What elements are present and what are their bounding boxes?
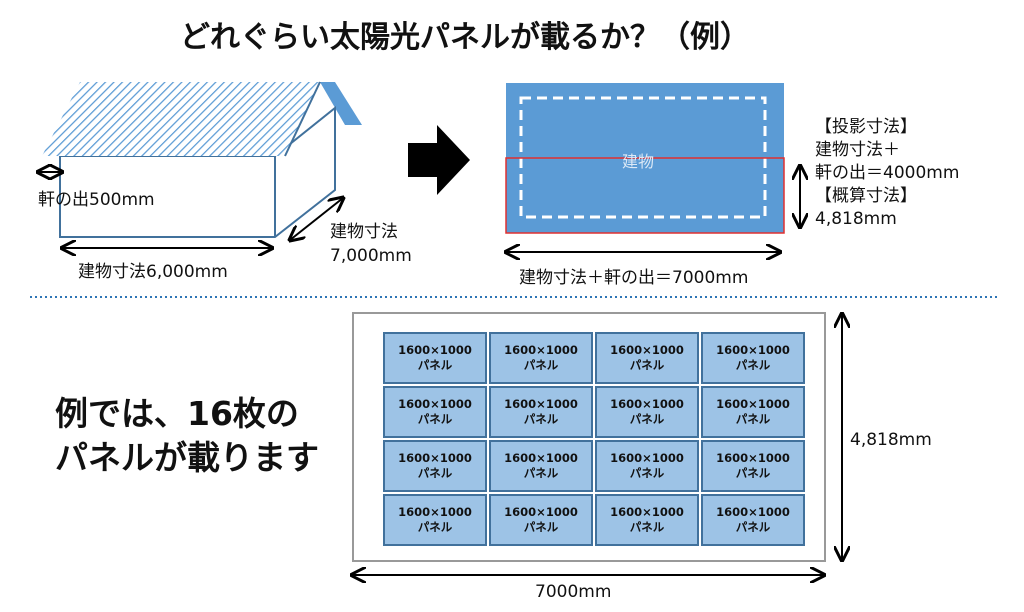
result-line2: パネルが載ります [55, 438, 319, 477]
panel-name: パネル [417, 466, 453, 480]
projected-line1: 建物寸法＋ [815, 140, 900, 160]
panel-name: パネル [735, 520, 771, 534]
panel-size: 1600×1000 [504, 451, 578, 465]
panel-name: パネル [523, 466, 559, 480]
projected-line2: 軒の出＝4000mm [815, 163, 960, 183]
building-width-label: 建物寸法6,000mm [78, 262, 228, 282]
panel-name: パネル [417, 412, 453, 426]
panel-size: 1600×1000 [610, 505, 684, 519]
depth-line1: 建物寸法 [330, 222, 398, 242]
panel-size: 1600×1000 [504, 397, 578, 411]
page-title: どれぐらい太陽光パネルが載るか？（例） [180, 20, 750, 55]
layout-height-label: 4,818mm [850, 430, 932, 450]
panel-name: パネル [629, 520, 665, 534]
panel-name: パネル [417, 520, 453, 534]
panel-name: パネル [523, 412, 559, 426]
panel-size: 1600×1000 [610, 451, 684, 465]
panel-size: 1600×1000 [716, 505, 790, 519]
dimension-notes: 【投影寸法】 建物寸法＋ 軒の出＝4000mm 【概算寸法】 4,818mm [815, 116, 959, 231]
panel-name: パネル [523, 358, 559, 372]
panel-size: 1600×1000 [716, 343, 790, 357]
panel-size: 1600×1000 [610, 343, 684, 357]
panel-name: パネル [417, 358, 453, 372]
panel-size: 1600×1000 [398, 505, 472, 519]
panel-size: 1600×1000 [504, 505, 578, 519]
panel-name: パネル [629, 412, 665, 426]
result-line1: 例では、16枚の [55, 394, 299, 433]
panel-size: 1600×1000 [716, 397, 790, 411]
roof-hatched [42, 82, 320, 156]
panel-size: 1600×1000 [610, 397, 684, 411]
panel-name: パネル [523, 520, 559, 534]
house-illustration [38, 81, 362, 248]
layout-width-label: 7000mm [535, 582, 612, 602]
panel-size: 1600×1000 [398, 397, 472, 411]
panel-name: パネル [629, 358, 665, 372]
panel-name: パネル [629, 466, 665, 480]
panel-size: 1600×1000 [504, 343, 578, 357]
approx-value: 4,818mm [815, 209, 897, 229]
panel-name: パネル [735, 412, 771, 426]
panel-size: 1600×1000 [398, 451, 472, 465]
plan-view [506, 83, 800, 252]
result-text: 例では、16枚のパネルが載ります [55, 392, 319, 480]
right-arrow-icon [408, 125, 470, 195]
building-label: 建物 [622, 152, 655, 171]
depth-arrow [290, 198, 343, 240]
projected-heading: 【投影寸法】 [815, 117, 917, 137]
eave-label: 軒の出500mm [38, 190, 155, 210]
depth-line2: 7,000mm [330, 246, 412, 266]
plan-width-label: 建物寸法＋軒の出＝7000mm [519, 268, 749, 288]
panel-size: 1600×1000 [398, 343, 472, 357]
panel-size: 1600×1000 [716, 451, 790, 465]
building-depth-label: 建物寸法 7,000mm [330, 220, 412, 268]
panel-name: パネル [735, 466, 771, 480]
approx-heading: 【概算寸法】 [815, 186, 917, 206]
panel-name: パネル [735, 358, 771, 372]
layout-area [352, 312, 826, 562]
